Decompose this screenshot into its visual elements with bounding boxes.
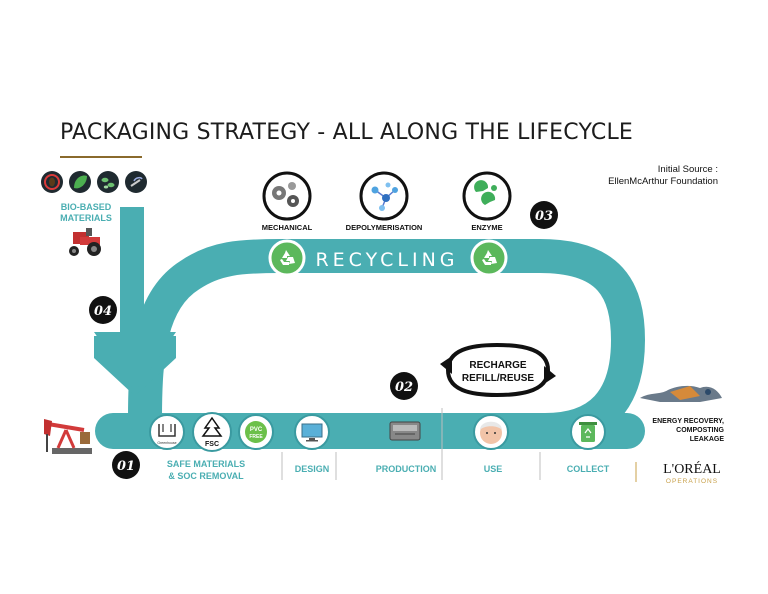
bio-icons	[41, 171, 147, 193]
sprout-icon	[125, 171, 147, 193]
stage-labels: SAFE MATERIALS & SOC REMOVAL DESIGN PROD…	[167, 459, 610, 481]
svg-text:FREE: FREE	[249, 434, 263, 440]
step-badge-01: 01	[112, 451, 140, 479]
bio-based-arrow	[94, 207, 176, 396]
use-face-icon	[473, 414, 509, 450]
oil-pump-icon	[44, 419, 92, 454]
collect-bin-icon	[570, 414, 606, 450]
gears-icon	[272, 182, 299, 207]
svg-text:Greenhouse: Greenhouse	[157, 441, 176, 445]
step-badge-04: 04	[89, 296, 117, 324]
stage-separators	[281, 408, 637, 482]
seed-icon	[97, 171, 119, 193]
depolymerisation-method: DEPOLYMERISATION	[346, 171, 423, 232]
waste-pile-icon	[640, 385, 722, 402]
source-note: Initial Source : EllenMcArthur Foundatio…	[608, 164, 718, 188]
mechanical-method: MECHANICAL	[262, 171, 313, 232]
enzyme-icon	[474, 180, 497, 205]
design-label: DESIGN	[295, 464, 330, 474]
production-machine-icon	[389, 421, 421, 441]
recharge-label-2: REFILL/REUSE	[462, 373, 535, 384]
bio-label-2: MATERIALS	[60, 213, 112, 223]
step-badge-02: 02	[390, 372, 418, 400]
bio-label-1: BIO-BASED	[61, 202, 112, 212]
depolymerisation-label: DEPOLYMERISATION	[346, 223, 423, 232]
source-line-2: EllenMcArthur Foundation	[608, 176, 718, 187]
recycle-symbol-left	[268, 239, 306, 277]
recycle-symbol-right	[470, 239, 508, 277]
bug-icon	[41, 171, 63, 193]
safe-materials-label-1: SAFE MATERIALS	[167, 459, 245, 469]
step-badge-03: 03	[530, 201, 558, 229]
collect-label: COLLECT	[567, 464, 610, 474]
use-label: USE	[484, 464, 503, 474]
lifecycle-pipeline	[95, 413, 645, 449]
pvc-free-icon: PVC FREE	[238, 414, 274, 450]
svg-text:01: 01	[117, 459, 135, 474]
fsc-icon: FSC	[192, 412, 232, 452]
svg-text:04: 04	[94, 304, 112, 319]
enzyme-method: ENZYME	[462, 171, 512, 232]
mechanical-label: MECHANICAL	[262, 223, 313, 232]
refill-arrow-right-icon	[544, 366, 556, 384]
svg-text:02: 02	[395, 380, 413, 395]
recharge-badge: RECHARGE REFILL/REUSE	[440, 342, 556, 398]
design-monitor-icon	[294, 414, 330, 450]
energy-label: ENERGY RECOVERY, COMPOSTING LEAKAGE	[652, 418, 724, 443]
tractor-icon	[69, 228, 101, 256]
svg-text:PVC: PVC	[250, 427, 263, 433]
page-title: PACKAGING STRATEGY - ALL ALONG THE LIFEC…	[60, 120, 634, 145]
energy-line-3: LEAKAGE	[690, 436, 725, 443]
source-line-1: Initial Source :	[657, 164, 718, 175]
title-underline	[60, 156, 142, 158]
molecule-icon	[371, 182, 398, 211]
brand-subtitle: OPERATIONS	[666, 478, 718, 485]
energy-line-2: COMPOSTING	[676, 427, 724, 434]
recharge-label-1: RECHARGE	[469, 360, 527, 371]
leaf-icon	[69, 171, 91, 193]
safe-materials-label-2: & SOC REMOVAL	[168, 471, 244, 481]
recycling-loop	[128, 239, 646, 447]
refill-arrow-left-icon	[440, 356, 452, 374]
food-safe-icon: Greenhouse	[149, 414, 185, 450]
brand-logo: L'ORÉAL	[663, 460, 721, 477]
enzyme-label: ENZYME	[471, 223, 502, 232]
production-label: PRODUCTION	[376, 464, 437, 474]
energy-line-1: ENERGY RECOVERY,	[652, 418, 724, 425]
recycling-label: RECYCLING	[315, 249, 458, 271]
svg-text:03: 03	[535, 209, 553, 224]
svg-text:FSC: FSC	[205, 441, 219, 448]
